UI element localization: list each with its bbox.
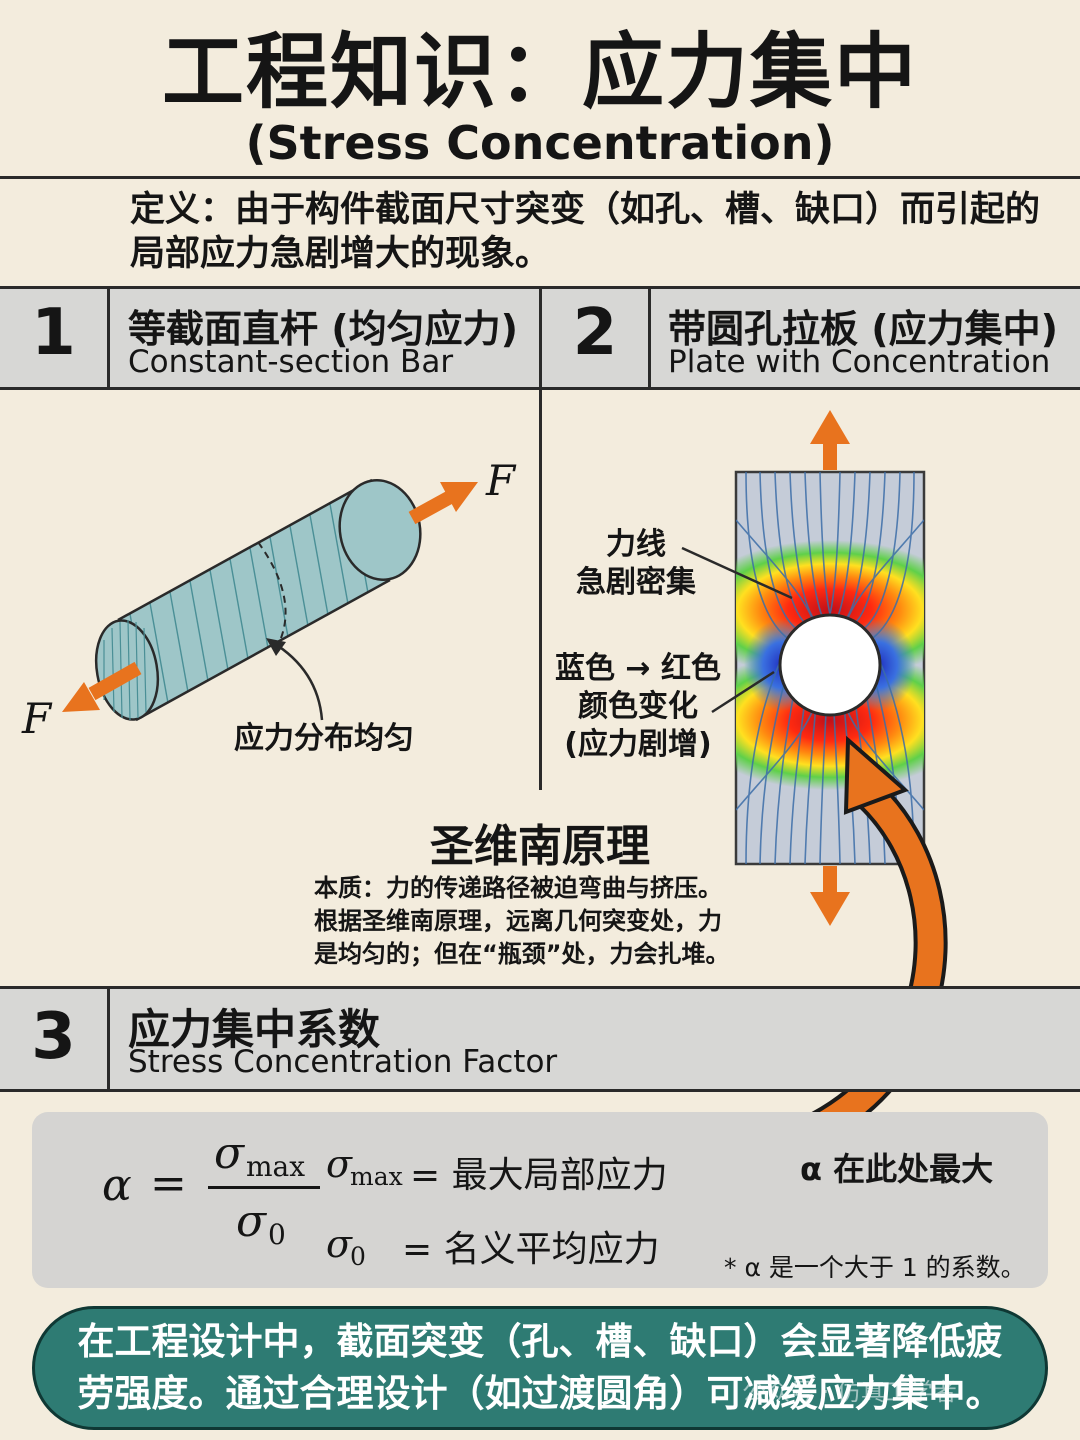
saint-venant-title: 圣维南原理 bbox=[430, 821, 650, 872]
section-3-number-divider bbox=[107, 989, 110, 1089]
color-change-leader bbox=[711, 670, 775, 714]
section-2-subtitle: Plate with Concentration bbox=[668, 344, 1051, 380]
alpha-max-note: α 在此处最大 bbox=[800, 1150, 994, 1188]
uniform-stress-pointer-head-icon bbox=[266, 638, 286, 656]
def-sigma-max: σ bbox=[326, 1142, 352, 1186]
fraction-denominator-sub: 0 bbox=[268, 1218, 286, 1251]
force-label-left: F bbox=[22, 694, 52, 743]
section-1-title: 等截面直杆 (均匀应力) bbox=[128, 307, 518, 351]
diagram-divider bbox=[539, 388, 542, 790]
conclusion-text: 在工程设计中，截面突变（孔、槽、缺口）会显著降低疲劳强度。通过合理设计（如过渡圆… bbox=[77, 1320, 1003, 1415]
fraction-bar bbox=[208, 1186, 320, 1189]
formula-box bbox=[32, 1112, 1048, 1288]
def-sigma-zero: σ bbox=[326, 1222, 352, 1266]
plate-with-hole-icon bbox=[734, 470, 926, 866]
color-change-label: 蓝色 → 红色 颜色变化 (应力剧增) bbox=[554, 651, 722, 762]
plate-arrow-up-icon bbox=[810, 410, 850, 470]
dense-lines-leader bbox=[681, 546, 793, 600]
definition-text: 定义：由于构件截面尺寸突变（如孔、槽、缺口）而引起的局部应力急剧增大的现象。 bbox=[130, 190, 1041, 274]
plate-arrow-down-icon bbox=[810, 866, 850, 926]
uniform-stress-label: 应力分布均匀 bbox=[234, 721, 414, 756]
section-2-number-divider bbox=[648, 289, 651, 387]
section-header-bar-3 bbox=[0, 986, 1080, 1092]
def-sigma-max-sub: max bbox=[350, 1162, 403, 1191]
uniform-stress-pointer bbox=[271, 640, 324, 721]
fraction-denominator-sigma: σ bbox=[236, 1196, 267, 1247]
section-3-subtitle: Stress Concentration Factor bbox=[128, 1044, 558, 1080]
saint-venant-body: 本质：力的传递路径被迫弯曲与挤压。 根据圣维南原理，远离几何突变处，力 是均匀的… bbox=[314, 874, 730, 968]
section-1-number-divider bbox=[107, 289, 110, 387]
page-title: 工程知识：应力集中 bbox=[161, 25, 918, 120]
section-3-number: 3 bbox=[31, 1000, 76, 1074]
section-2-title: 带圆孔拉板 (应力集中) bbox=[668, 307, 1058, 351]
page-subtitle: (Stress Concentration) bbox=[245, 116, 835, 170]
def-nominal-stress: = 名义平均应力 bbox=[402, 1229, 660, 1270]
def-max-local-stress: = 最大局部应力 bbox=[410, 1155, 668, 1196]
def-sigma-zero-sub: 0 bbox=[350, 1242, 366, 1271]
uniform-bar-icon bbox=[94, 478, 422, 722]
title-divider bbox=[0, 176, 1080, 179]
force-arrow-left-icon bbox=[62, 661, 142, 712]
formula-equals: = bbox=[150, 1158, 187, 1209]
section-1-2-divider bbox=[539, 289, 542, 387]
conclusion-banner bbox=[32, 1306, 1048, 1430]
section-3-title: 应力集中系数 bbox=[128, 1005, 381, 1054]
dense-lines-label: 力线 急剧密集 bbox=[576, 527, 696, 600]
alpha-footnote: * α 是一个大于 1 的系数。 bbox=[724, 1253, 1026, 1282]
alpha-symbol: α bbox=[102, 1160, 132, 1211]
section-2-number: 2 bbox=[572, 296, 618, 370]
force-label-right: F bbox=[486, 456, 516, 505]
fraction-numerator-sub: max bbox=[246, 1150, 306, 1183]
section-1-subtitle: Constant-section Bar bbox=[128, 344, 454, 380]
watermark: 公众号 · 仿真工学者 bbox=[742, 1378, 957, 1406]
section-1-number: 1 bbox=[31, 296, 76, 370]
force-arrow-right-icon bbox=[408, 482, 478, 525]
fraction-numerator-sigma: σ bbox=[214, 1128, 245, 1179]
